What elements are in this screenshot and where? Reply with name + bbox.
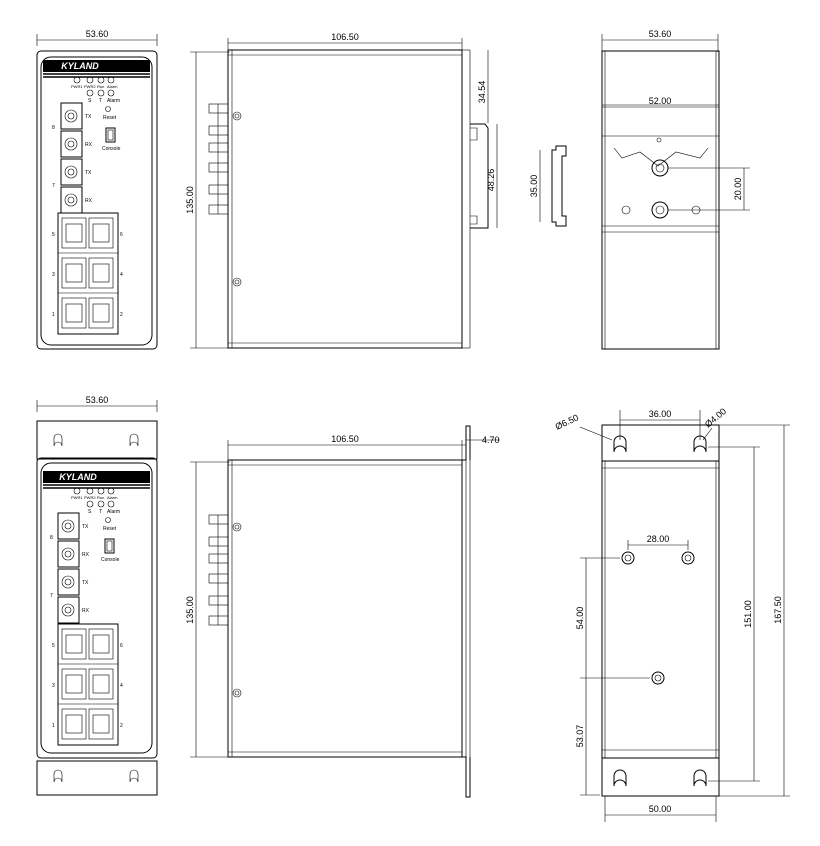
dim-rear-width-top: 53.60 [649,29,672,39]
label-port-3-2: 3 [52,683,55,689]
label-reset: Reset [103,115,117,121]
label-reset-2: Reset [103,526,117,532]
label-rx-3: RX [82,552,90,558]
dim-rear-hole-dia-small: Ø4.00 [703,406,728,429]
label-pwr1: PWR1 [71,84,83,89]
label-tx-3: TX [82,524,89,530]
label-s-2: S [88,509,92,515]
dim-rear-ear-spacing: 36.00 [649,409,672,419]
status-leds: PWR1 PWR2 Run Alarm S T Alarm Reset [71,76,120,121]
dim-side-clip-height: 48.26 [486,169,496,192]
rear-view-din: 53.60 52.00 20.00 [601,29,750,350]
dim-rear-body-height: 151.00 [743,600,753,628]
dim-side-height-bottom: 135.00 [185,596,195,624]
label-port-2-2: 2 [120,723,123,729]
dim-rear-screw-spacing: 28.00 [647,534,670,544]
brand-logo: KYLAND [61,61,99,71]
label-pwr1-2: PWR1 [71,495,83,500]
dim-front-width-bottom: 53.60 [86,395,109,405]
label-t-2: T [99,509,102,515]
label-alarm: Alarm [107,84,118,89]
label-rx-4: RX [82,608,90,614]
label-tx-2: TX [85,170,92,176]
fiber-ports: TX RX TX RX 8 7 [52,102,93,214]
label-alarm-4: Alarm [107,509,120,515]
label-s: S [88,98,92,104]
label-port-7-2: 7 [50,593,53,599]
status-leds-2: PWR1 PWR2 Run Alarm S T Alarm Reset [71,487,120,532]
brand-bar-2 [43,471,150,483]
dim-din-rail-height: 35.00 [529,175,539,198]
label-run: Run [97,84,104,89]
label-port-7: 7 [52,183,55,189]
label-port-5-2: 5 [52,643,55,649]
din-rail-profile: 35.00 [529,145,567,227]
label-port-8-2: 8 [50,535,53,541]
label-port-4-2: 4 [120,683,123,689]
label-port-6-2: 6 [120,643,123,649]
side-view-wall: 106.50 4.70 135.00 [185,425,500,798]
rear-view-wall: Ø6.50 Ø4.00 36.00 28.00 54.00 53.07 [554,406,790,822]
label-port-4: 4 [120,272,123,278]
label-tx-4: TX [82,580,89,586]
label-port-5: 5 [52,232,55,238]
label-alarm-3: Alarm [107,495,118,500]
dim-front-width-top: 53.60 [86,29,109,39]
rj45-ports: 5 6 3 4 1 2 [52,212,123,335]
label-rx-2: RX [85,198,93,204]
label-tx-1: TX [85,114,92,120]
label-console-2: Console [101,557,120,563]
dim-side-width-bottom: 106.50 [331,434,359,444]
dim-rear-hole-spacing: 20.00 [733,178,743,201]
dim-rear-body-width: 50.00 [649,804,672,814]
console-port-2: Console [101,538,120,563]
label-t: T [99,98,102,104]
front-view-wall: 53.60 KYLAND PWR1 PWR2 Run Alarm S T Ala… [36,395,158,796]
label-pwr2-2: PWR2 [84,495,96,500]
label-rx-1: RX [85,142,93,148]
brand-logo-2: KYLAND [59,472,97,482]
label-alarm-2: Alarm [107,98,120,104]
dim-rear-hole-dia-large: Ø6.50 [554,412,580,431]
rj45-ports-2: 5 6 3 4 1 2 [52,623,123,746]
dim-rear-rail-width: 52.00 [649,96,672,106]
dim-side-rail-height: 34.54 [477,81,487,104]
dim-side-width-top: 106.50 [331,32,359,42]
side-port-tabs-2 [208,514,229,626]
dim-rear-total-height: 167.50 [773,596,783,624]
dim-rear-screw-vertical: 54.00 [575,607,585,630]
side-port-tabs [208,103,229,215]
label-console: Console [102,146,121,152]
label-port-2: 2 [120,312,123,318]
label-port-8: 8 [52,125,55,131]
label-run-2: Run [97,495,104,500]
label-port-6: 6 [120,232,123,238]
dim-rear-bottom-offset: 53.07 [575,725,585,748]
side-view-din: 106.50 135.00 34.54 48.26 [185,32,498,349]
label-port-3: 3 [52,272,55,278]
brand-bar [43,60,150,72]
label-port-1: 1 [52,312,55,318]
label-pwr2: PWR2 [84,84,96,89]
dim-side-flange: 4.70 [482,435,500,445]
dim-side-height-top: 135.00 [185,186,195,214]
label-port-1-2: 1 [52,723,55,729]
front-view-din: 53.60 KYLAND PWR1 PWR2 Run Alarm S T Ala… [36,29,158,350]
fiber-ports-2: TX RX TX RX 8 7 [50,512,90,624]
console-port: Console [102,127,121,152]
